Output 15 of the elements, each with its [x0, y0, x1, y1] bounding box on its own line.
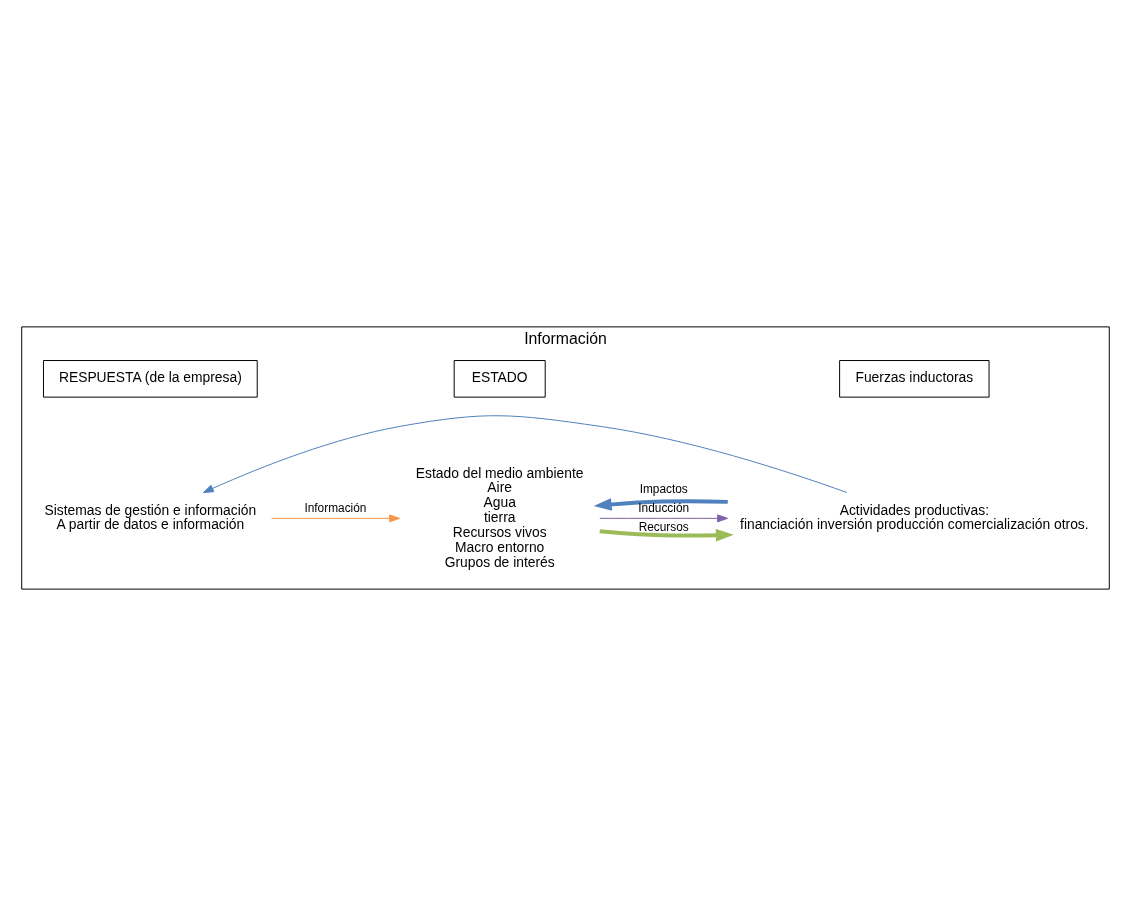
edge-label: Información: [304, 501, 367, 516]
node-text: Estado del medio ambiente Aire Agua tierra Recursos vivos Macro entorno Grupos de interés: [415, 464, 584, 570]
node-box: RESPUESTA (de la empresa): [43, 360, 258, 398]
arrow: [599, 528, 734, 542]
arrow: [599, 514, 729, 523]
arrow: [593, 498, 728, 511]
edge-label: Impactos: [639, 482, 688, 497]
node-text: Sistemas de gestión e información A partir de datos e información: [44, 501, 257, 533]
arrow: [271, 514, 401, 523]
node-text: Actividades productivas: financiación inversión producción comercialización otros.: [740, 501, 1089, 533]
edge-label: Inducción: [638, 501, 690, 516]
edge-label: Recursos: [638, 519, 689, 534]
node-box: Fuerzas inductoras: [839, 360, 990, 398]
arrow: [202, 415, 848, 494]
node-box: ESTADO: [453, 360, 546, 398]
